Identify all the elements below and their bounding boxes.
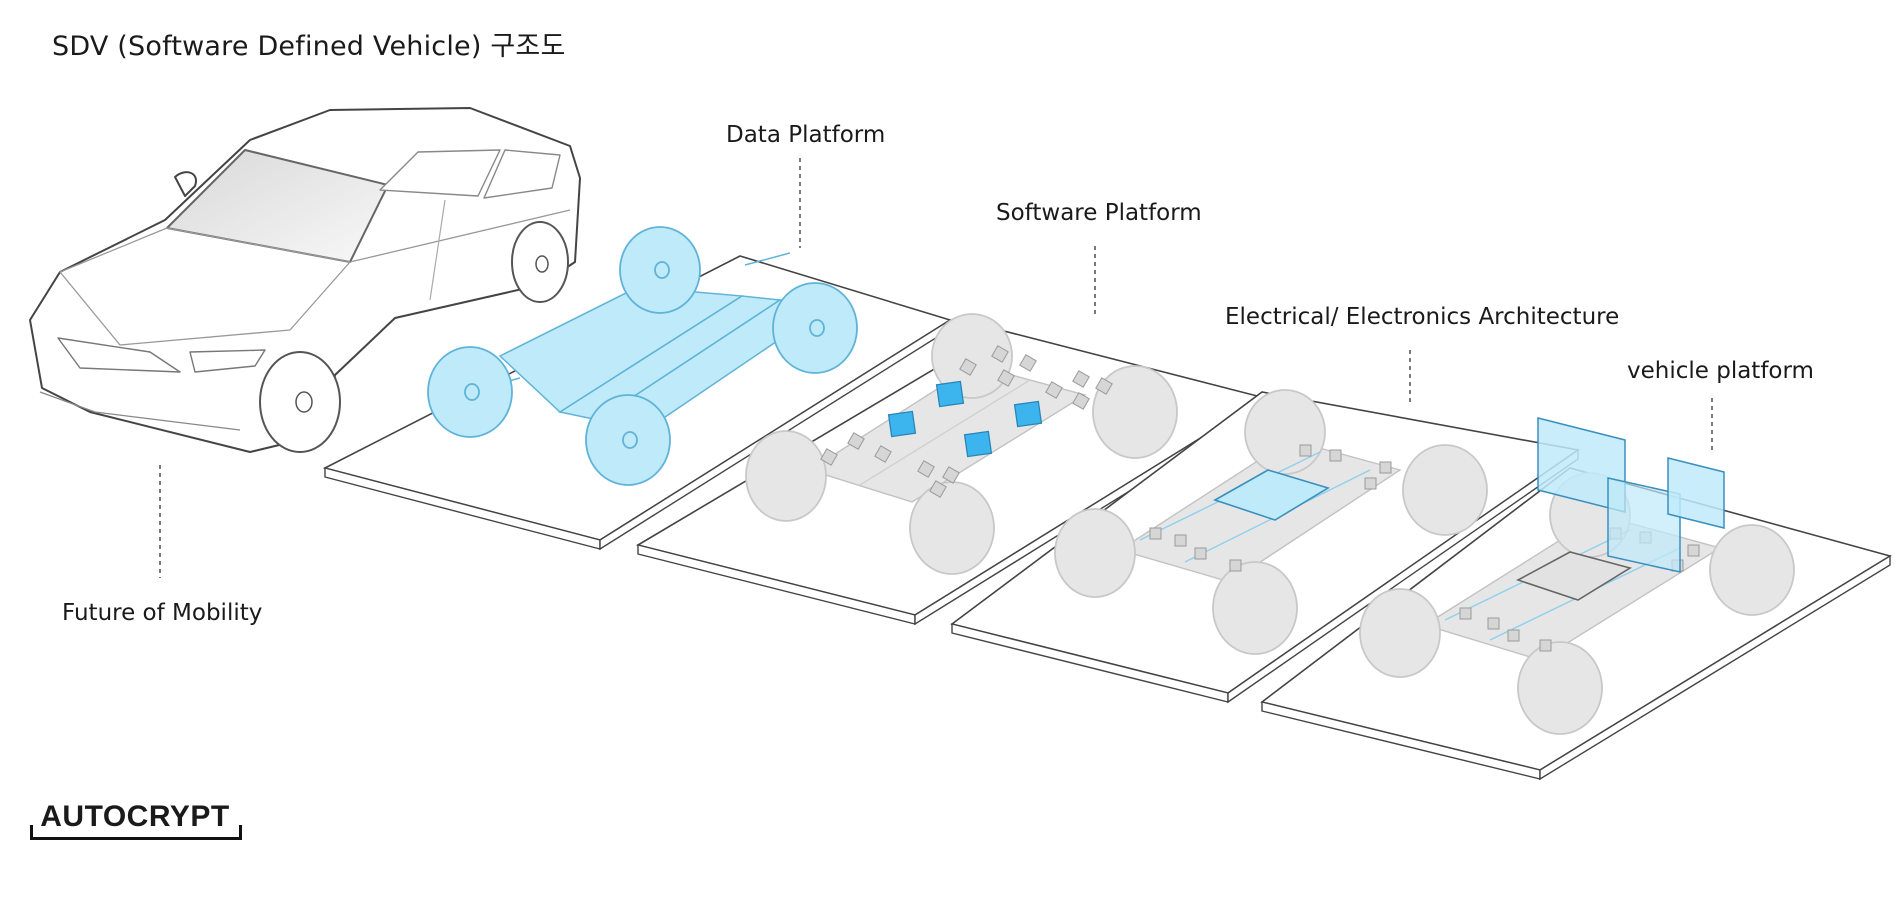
sw-wheel-fl [745,430,827,522]
ee-node [1229,559,1242,572]
data-wheel-rl-hub [654,261,670,279]
car-side-line [349,209,571,263]
sw-module [1013,400,1043,428]
sw-node [1095,377,1113,395]
sw-module [963,430,993,458]
ee-architecture-layer [950,389,1581,704]
sw-node [997,369,1015,387]
vp-node [1459,607,1472,620]
car-wheels [259,221,569,453]
sw-module [887,410,917,438]
vehicle-platform-layer [1260,417,1892,781]
sw-node [942,466,960,484]
ee-wheel-rl [1244,389,1326,475]
car-hood [59,227,351,346]
vp-node [1687,544,1700,557]
car-grille [57,337,181,373]
vp-node [1507,629,1520,642]
label-data-platform: Data Platform [726,122,886,148]
sw-chassis-split [859,379,1031,486]
data-axle-rear [744,252,791,266]
data-wheel-fl-hub [464,383,480,401]
ee-node [1329,449,1342,462]
car-bumper [39,391,241,431]
ee-node [1299,444,1312,457]
ee-central-computer [1213,469,1330,521]
leader-lines [159,158,1713,578]
autocrypt-logo: AUTOCRYPT [30,800,242,840]
label-vehicle-platform: vehicle platform [1627,358,1814,384]
car-door-line [429,199,446,301]
sw-node [874,445,892,463]
vp-zone-panel-right [1667,457,1725,529]
ee-wheel-rr [1402,444,1488,536]
label-future-of-mobility: Future of Mobility [62,600,263,626]
car-window-rear [483,149,561,199]
car-window-front [379,149,501,197]
label-software-platform: Software Platform [996,200,1202,226]
vp-wheel-fl [1359,588,1441,678]
sw-node [991,345,1009,363]
plate-4-side [1539,554,1891,781]
ee-node [1149,527,1162,540]
logo-bracket [30,825,242,840]
ee-wheel-fr [1212,561,1298,655]
sw-wheel-fr [909,481,995,575]
ee-wheels [1054,389,1488,655]
sw-nodes [820,345,1113,498]
sw-wheel-rr [1092,365,1178,459]
ee-node [1194,547,1207,560]
sw-node [1072,392,1090,410]
car-outline [29,107,581,453]
vp-zone-panel-center [1607,477,1681,573]
ee-node [1379,461,1392,474]
data-wheel-fr-hub [622,431,638,449]
sw-node [820,448,838,466]
page-title: SDV (Software Defined Vehicle) 구조도 [52,31,566,62]
sw-node [1019,354,1037,372]
car-rear-wheel-hub [535,255,549,273]
sw-chassis-panel [808,364,1087,503]
sw-wheels [745,313,1178,575]
ee-node [1174,534,1187,547]
data-wheels [427,226,858,486]
car-front-wheel-hub [295,391,313,413]
vp-node [1539,639,1552,652]
sw-node [959,358,977,376]
brand-text: AUTOCRYPT [40,800,230,833]
car-headlight [189,349,266,373]
vp-wheel-fr [1517,641,1603,735]
sw-module [935,380,965,408]
sw-node [847,432,865,450]
vp-node [1487,617,1500,630]
car-mirror [174,171,197,197]
sw-modules [887,380,1043,458]
sw-node [917,460,935,478]
sw-node [1045,381,1063,399]
sw-chassis [808,364,1087,503]
data-wheel-rr-hub [809,319,825,337]
sw-wheel-rl [931,313,1013,399]
ee-node [1364,477,1377,490]
ee-wheel-fl [1054,508,1136,598]
label-ee-architecture: Electrical/ Electronics Architecture [1225,304,1620,330]
sw-node [1072,370,1090,388]
vp-zone-panels [1537,417,1725,573]
vp-wheel-rr [1709,524,1795,616]
ee-nodes [1149,444,1392,572]
vp-central-computer [1515,551,1633,601]
sw-node [929,480,947,498]
